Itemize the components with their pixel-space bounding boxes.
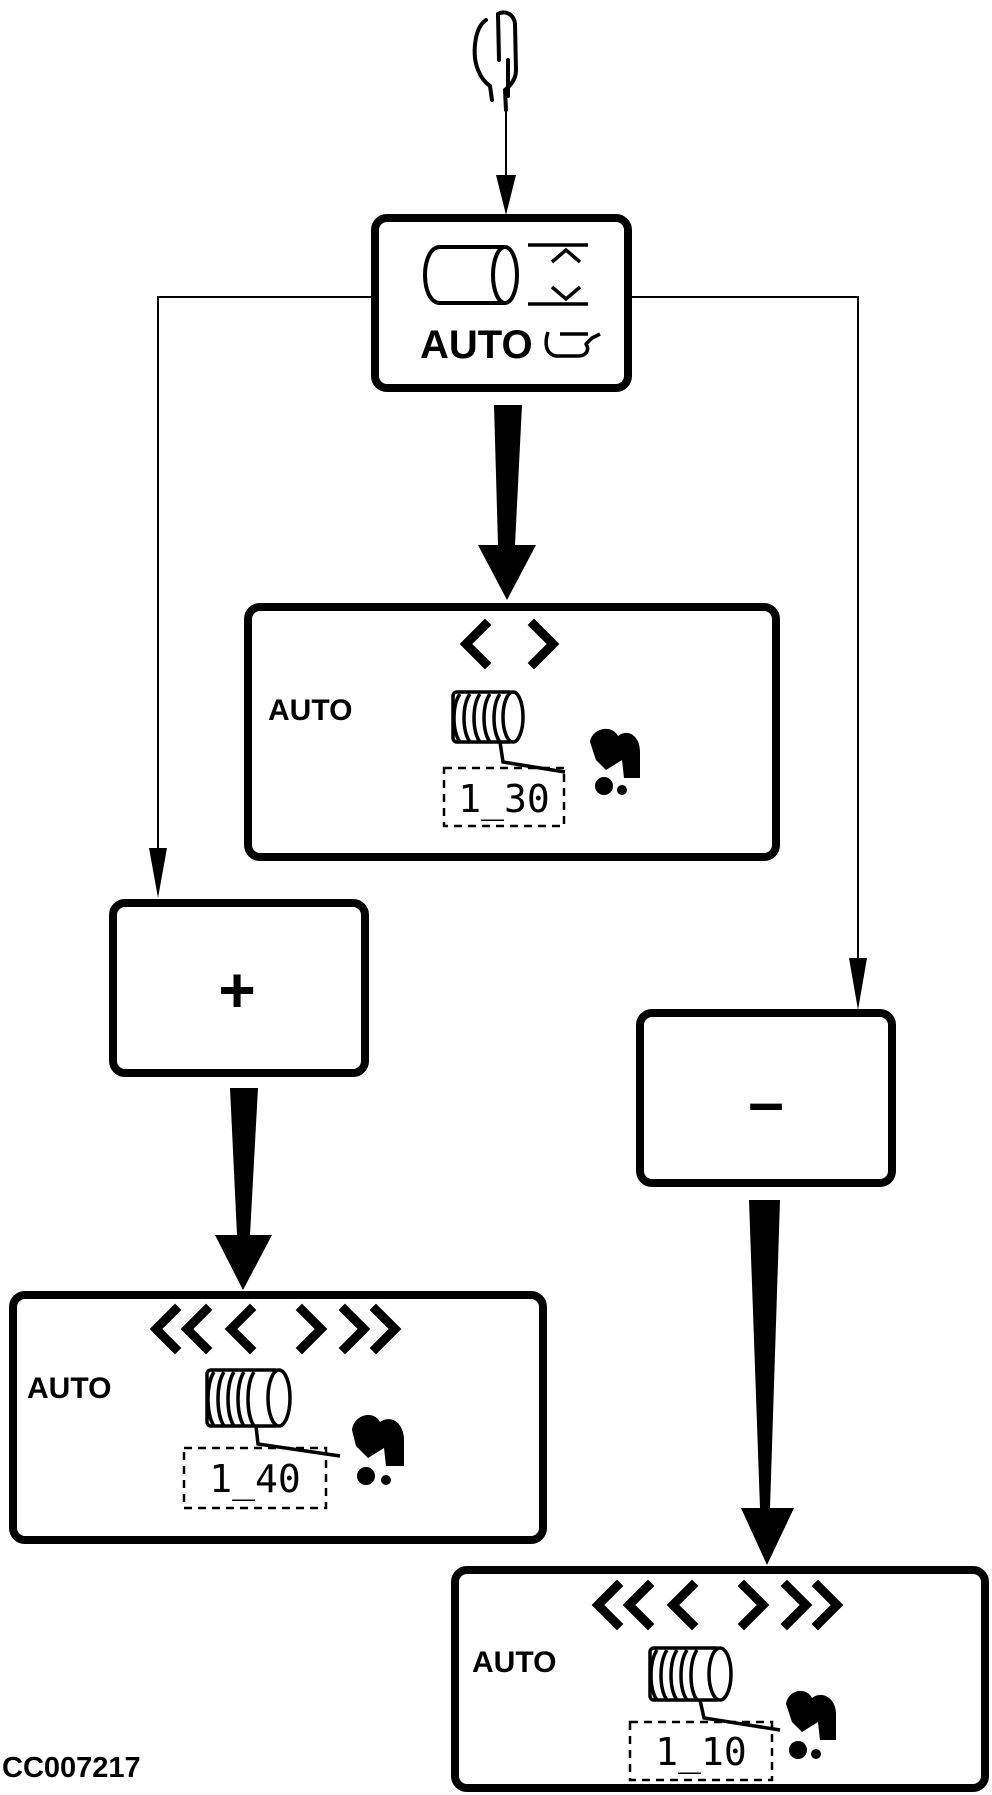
start-auto-label: AUTO [420,323,533,367]
pointing-hand-icon [544,331,601,358]
baler-icon-1 [590,728,640,795]
display-minus-auto-label: AUTO [472,1646,556,1679]
baler-icon-3 [352,1415,404,1485]
minus-symbol: – [748,1066,784,1138]
plus-symbol: + [218,954,255,1026]
display-minus-value-box [628,1720,774,1782]
density-chevrons-1 [459,618,560,670]
display-current-value: 1_30 [458,777,550,822]
display-current-value-box [442,766,566,828]
baler-icon-2 [786,1690,836,1759]
display-plus-value: 1_40 [209,1457,301,1502]
plus-button[interactable] [109,899,369,1077]
minus-button[interactable] [636,1009,896,1187]
density-chevrons-3 [149,1303,402,1355]
finger-press-icon [472,10,518,112]
display-plus-auto-label: AUTO [27,1372,111,1405]
bale-chamber-icon [423,245,519,305]
bale-icon-1 [451,690,566,774]
bale-icon-3 [205,1368,341,1458]
display-minus-value: 1_10 [655,1730,747,1775]
bale-icon-2 [648,1646,781,1732]
figure-code: CC007217 [2,1752,141,1784]
display-current-auto-label: AUTO [268,694,352,727]
display-plus-value-box [182,1446,328,1510]
density-adjust-icon [528,243,588,306]
density-chevrons-2 [591,1579,844,1631]
